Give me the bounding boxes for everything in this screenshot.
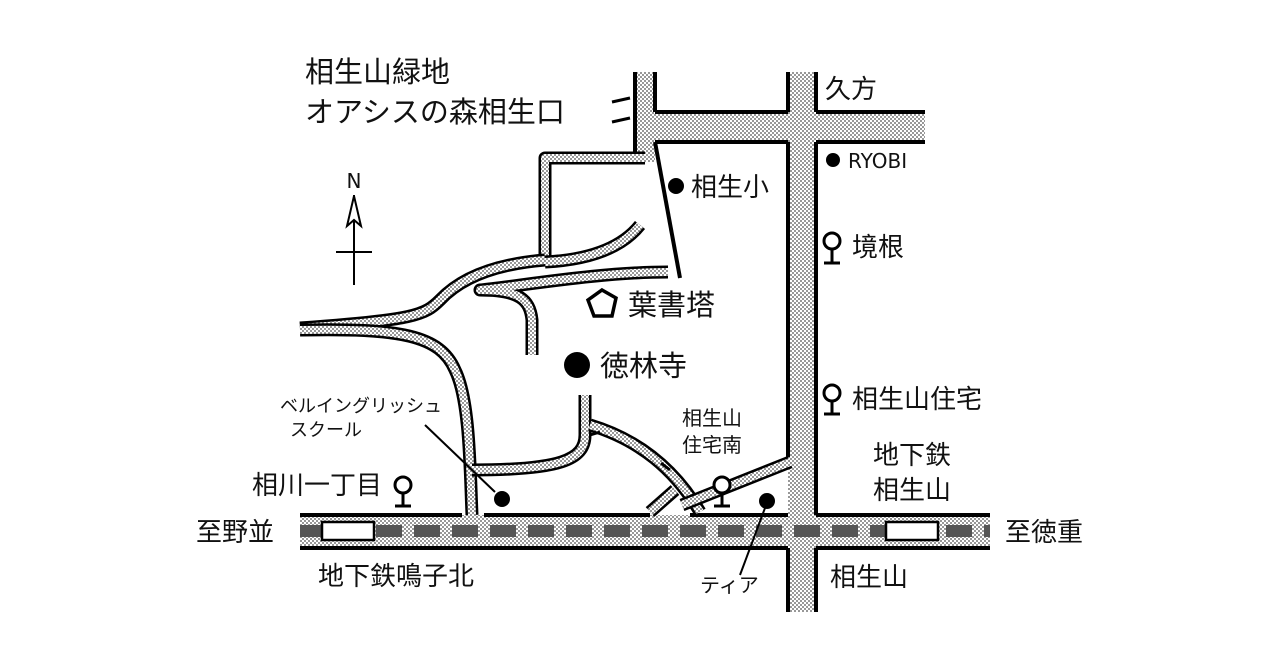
label-to-tokushige: 至徳重 — [1005, 518, 1083, 548]
station-aioiyama — [884, 520, 940, 542]
tia-leader — [739, 507, 766, 576]
label-tower: 葉書塔 — [628, 288, 715, 322]
bus-stop-jutaku-minami-icon — [712, 475, 732, 508]
compass-label: N — [347, 169, 362, 193]
label-aioiyama-bottom: 相生山 — [830, 563, 908, 593]
label-hisakata: 久方 — [825, 75, 877, 105]
subway-line — [300, 520, 990, 542]
road-tick-2 — [589, 430, 601, 437]
label-narukokita: 地下鉄鳴子北 — [318, 562, 474, 592]
road-top — [635, 112, 925, 142]
label-english-school-1: ベルイングリッシュ — [280, 396, 442, 417]
label-tia: ティア — [700, 573, 759, 597]
label-aikawa: 相川一丁目 — [252, 471, 382, 501]
label-english-school-2: スクール — [290, 420, 362, 441]
label-school: 相生小 — [691, 173, 769, 203]
label-temple: 徳林寺 — [600, 349, 687, 383]
label-sakaine: 境根 — [852, 233, 904, 263]
local-roads — [299, 96, 793, 517]
bus-stop-aikawa-icon — [393, 475, 413, 508]
road-lower-curve-in — [471, 395, 589, 474]
tia-dot-icon — [759, 493, 775, 509]
label-to-nonami: 至野並 — [196, 518, 274, 548]
road-upper-curve-in — [541, 154, 645, 265]
bus-stops — [393, 231, 842, 508]
label-jutaku-minami-1: 相生山 — [682, 406, 742, 430]
temple-dot-icon — [564, 352, 590, 378]
station-narukokita — [320, 520, 376, 542]
compass-arrow-icon — [345, 195, 363, 229]
road-vertical-upper-left-edge-r2 — [653, 141, 682, 279]
label-subway-2: 相生山 — [873, 476, 951, 506]
road-vertical-upper-left — [635, 72, 655, 162]
road-tick-park-1 — [611, 96, 631, 104]
label-park-line1: 相生山緑地 — [305, 55, 450, 89]
landmarks — [424, 153, 840, 576]
english-school-leader — [424, 424, 496, 493]
bus-stop-aioiyama-jutaku-icon — [822, 383, 842, 416]
road-left-descent-in — [299, 325, 476, 516]
tower-pentagon-icon — [585, 287, 618, 318]
english-school-dot-icon — [494, 491, 510, 507]
road-diagonal-tip-in — [647, 486, 678, 516]
label-aioiyama-jutaku: 相生山住宅 — [852, 385, 982, 415]
road-loop-in — [299, 256, 546, 332]
road-connector-north-in — [544, 222, 644, 266]
label-park-line2: オアシスの森相生口 — [305, 95, 565, 129]
ryobi-dot-icon — [826, 153, 840, 167]
label-subway-1: 地下鉄 — [873, 441, 951, 471]
label-ryobi: RYOBI — [848, 149, 907, 173]
bus-stop-sakaine-icon — [822, 231, 842, 265]
road-tick-1 — [660, 461, 671, 472]
road-inner-loop-in — [476, 268, 669, 355]
road-diagonal-east-in — [680, 458, 792, 509]
label-jutaku-minami-2: 住宅南 — [682, 433, 742, 457]
map-labels: 相生山緑地 オアシスの森相生口 久方 相生小 葉書塔 徳林寺 RYOBI 境根 … — [196, 55, 1083, 597]
road-tick-park-2 — [611, 116, 631, 124]
north-compass: N — [336, 169, 372, 285]
school-dot-icon — [668, 178, 684, 194]
